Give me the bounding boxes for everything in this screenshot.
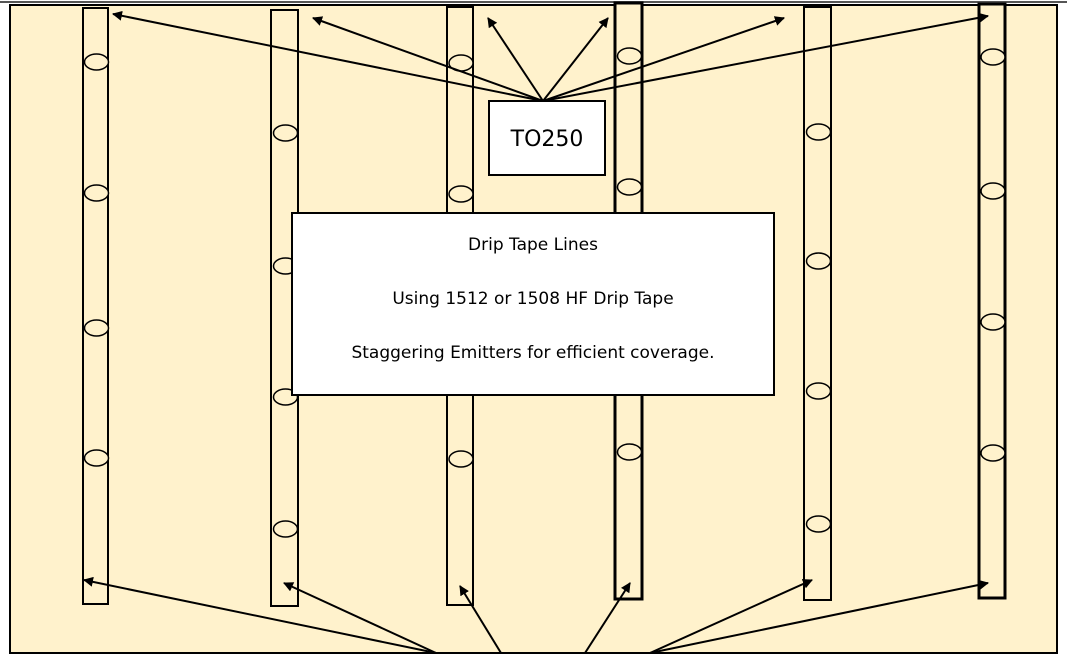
drip-tape-6 — [977, 2, 1007, 600]
drip-tape-body — [977, 2, 1007, 600]
bottom-supply-arrow-2 — [283, 582, 437, 654]
emitter — [83, 319, 110, 337]
emitter — [805, 382, 832, 400]
bottom-supply-arrow-5 — [649, 579, 813, 654]
emitter — [980, 48, 1006, 66]
info-box-frame — [291, 212, 775, 396]
drip-tape-5 — [803, 6, 832, 601]
emitter — [83, 53, 110, 71]
top-supply-arrow-3 — [487, 17, 544, 102]
source-box: TO250 — [488, 100, 606, 176]
emitter — [272, 124, 299, 142]
emitter — [448, 450, 474, 468]
top-supply-arrow-5 — [542, 16, 785, 102]
emitter — [83, 184, 110, 202]
emitter — [616, 443, 643, 461]
info-line-1: Drip Tape Lines — [468, 235, 598, 255]
drip-tape-body — [82, 7, 109, 605]
top-supply-arrow-2 — [312, 16, 544, 102]
emitter — [448, 185, 474, 203]
source-box-frame — [488, 100, 606, 176]
supply-arrows — [83, 10, 989, 654]
top-supply-arrow-4 — [542, 17, 609, 102]
drip-tape-1 — [82, 7, 110, 605]
info-line-2: Using 1512 or 1508 HF Drip Tape — [392, 289, 673, 309]
source-box-label: TO250 — [510, 127, 584, 152]
emitter — [272, 520, 299, 538]
emitter — [805, 252, 832, 270]
drip-tape-lines — [82, 1, 1007, 607]
emitter — [980, 182, 1006, 200]
emitter — [83, 449, 110, 467]
emitter — [805, 123, 832, 141]
drip-tape-body — [803, 6, 832, 601]
top-supply-arrow-1 — [112, 10, 544, 102]
top-supply-arrow-6 — [542, 12, 989, 102]
bottom-supply-arrow-1 — [83, 576, 437, 654]
emitter — [805, 515, 832, 533]
info-box: Drip Tape Lines Using 1512 or 1508 HF Dr… — [291, 212, 775, 396]
bottom-supply-arrow-6 — [649, 579, 989, 654]
emitter — [616, 47, 643, 65]
emitter — [980, 313, 1006, 331]
emitter — [980, 444, 1006, 462]
emitter — [616, 178, 643, 196]
bottom-supply-arrow-4 — [584, 582, 631, 654]
bottom-supply-arrow-3 — [459, 585, 502, 654]
info-line-3: Staggering Emitters for efficient covera… — [351, 343, 714, 363]
